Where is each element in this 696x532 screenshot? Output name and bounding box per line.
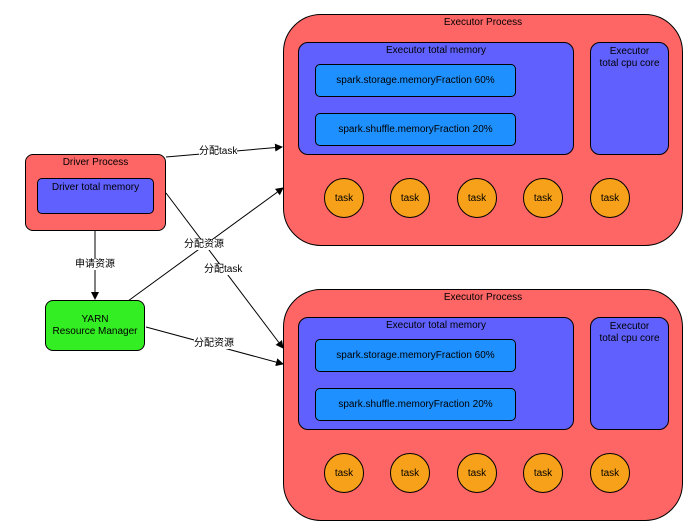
edge-label-yarn-to-executor-1: 分配资源 <box>184 239 224 250</box>
task-node[interactable]: task <box>457 453 497 493</box>
driver-process-title: Driver Process <box>62 157 129 168</box>
core-label-line2: total cpu core <box>599 58 660 69</box>
task-node[interactable]: task <box>324 178 364 218</box>
core-label-line1: Executor <box>609 46 650 57</box>
shuffle-memory-fraction-2[interactable]: spark.shuffle.memoryFraction 20% <box>315 388 516 421</box>
core-label-line1: Executor <box>609 321 650 332</box>
executor-process-title: Executor Process <box>443 17 523 28</box>
task-node[interactable]: task <box>523 453 563 493</box>
task-node[interactable]: task <box>590 178 630 218</box>
task-node[interactable]: task <box>390 453 430 493</box>
task-node[interactable]: task <box>324 453 364 493</box>
task-node[interactable]: task <box>390 178 430 218</box>
driver-memory[interactable]: Driver total memory <box>37 178 154 214</box>
executor-memory-title: Executor total memory <box>385 320 487 331</box>
executor-process-title: Executor Process <box>443 292 523 303</box>
edge-label-yarn-to-executor-2: 分配资源 <box>194 338 234 349</box>
edge-label-driver-to-executor-1: 分配task <box>199 146 238 157</box>
task-node[interactable]: task <box>523 178 563 218</box>
core-label-line2: total cpu core <box>599 333 660 344</box>
task-node[interactable]: task <box>590 453 630 493</box>
storage-memory-fraction-1[interactable]: spark.storage.memoryFraction 60% <box>315 64 516 97</box>
yarn-label-line1: YARN <box>81 313 109 325</box>
yarn-label-line2: Resource Manager <box>52 325 138 337</box>
executor-cpu-core-2[interactable]: Executor total cpu core <box>590 317 669 430</box>
shuffle-memory-fraction-1[interactable]: spark.shuffle.memoryFraction 20% <box>315 113 516 146</box>
executor-memory-title: Executor total memory <box>385 45 487 56</box>
executor-cpu-core-1[interactable]: Executor total cpu core <box>590 42 669 155</box>
storage-memory-fraction-2[interactable]: spark.storage.memoryFraction 60% <box>315 339 516 372</box>
task-node[interactable]: task <box>457 178 497 218</box>
edge-label-driver-to-yarn: 申请资源 <box>75 259 115 270</box>
edge-label-driver-to-executor-2: 分配task <box>204 264 243 275</box>
yarn-resource-manager[interactable]: YARN Resource Manager <box>45 300 145 351</box>
